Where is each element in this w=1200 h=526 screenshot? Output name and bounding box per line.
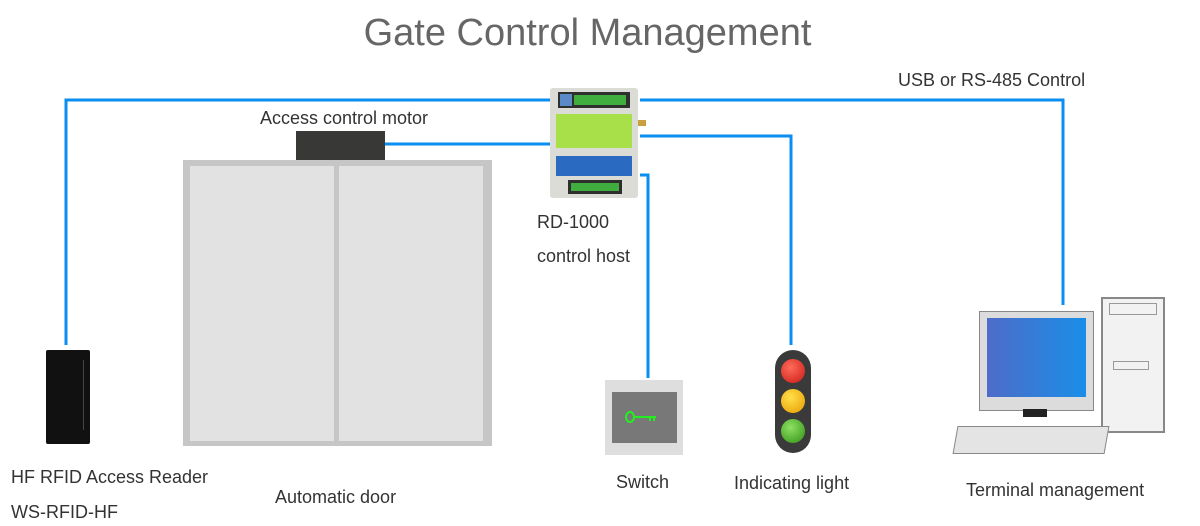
reader-label-name: HF RFID Access Reader	[11, 467, 209, 487]
terminal-label: Terminal management	[966, 480, 1145, 500]
host-bottom-terminal	[568, 180, 622, 194]
rfid-reader-icon	[46, 350, 90, 444]
automatic-door	[183, 160, 492, 446]
wire-terminal	[640, 98, 1065, 305]
door-left-panel	[190, 166, 334, 441]
motor-label: Access control motor	[260, 108, 429, 128]
key-icon	[625, 411, 656, 423]
rd1000-host	[550, 88, 646, 198]
door-label: Automatic door	[275, 487, 397, 507]
switch-icon	[605, 380, 683, 455]
keyboard-icon	[952, 426, 1110, 454]
monitor-stand	[1023, 409, 1047, 417]
monitor-icon	[979, 311, 1094, 411]
indicating-light-icon	[775, 350, 811, 453]
door-right-panel	[339, 166, 483, 441]
wire-switch	[640, 173, 650, 378]
host-label-model: RD-1000	[537, 212, 610, 232]
usb-rs485-label: USB or RS-485 Control	[898, 70, 1086, 90]
reader-label-model: WS-RFID-HF	[11, 502, 118, 522]
wire-reader	[64, 98, 553, 345]
lamp-red	[781, 359, 805, 383]
wire-light	[640, 134, 793, 345]
motor-icon	[296, 131, 385, 160]
antenna-icon	[638, 120, 646, 126]
lamp-yellow	[781, 389, 805, 413]
monitor-screen	[987, 318, 1086, 397]
pc-tower-icon	[1101, 297, 1165, 433]
switch-label: Switch	[616, 472, 670, 492]
host-blue-panel	[556, 156, 632, 176]
host-green-panel	[556, 114, 632, 148]
light-label: Indicating light	[734, 473, 850, 493]
diagram-title: Gate Control Management	[363, 12, 812, 54]
lamp-green	[781, 419, 805, 443]
host-label-desc: control host	[537, 246, 631, 266]
host-top-terminal	[558, 92, 630, 108]
